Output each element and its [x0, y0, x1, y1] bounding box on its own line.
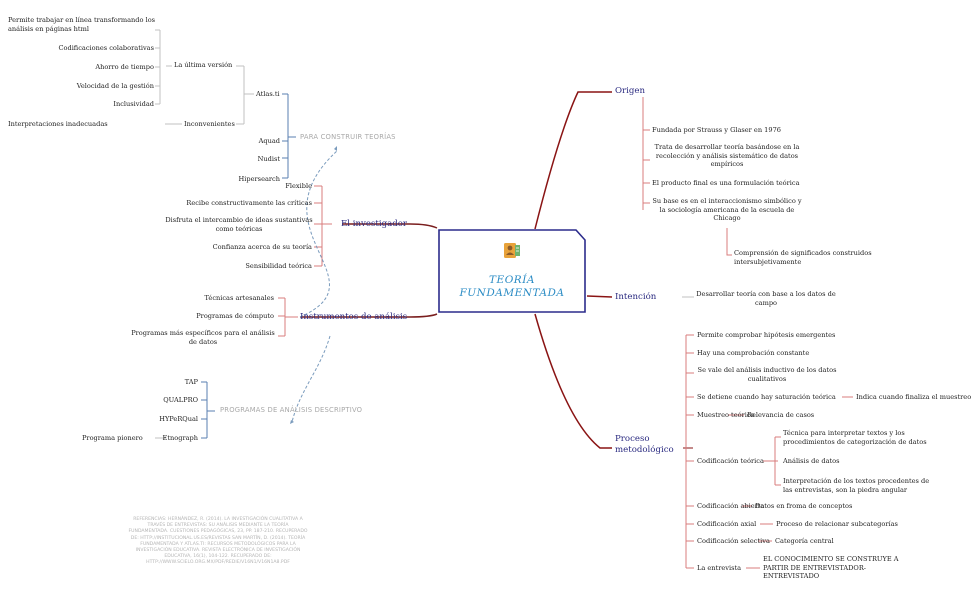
axial-sub: Proceso de relacionar subcategorías: [776, 520, 898, 528]
descriptivo-item: Etnograph: [162, 434, 198, 442]
investigador-item: Sensibilidad teórica: [245, 262, 312, 270]
investigador-item-line: Disfruta el intercambio de ideas sustant…: [165, 216, 313, 224]
origen-sub: Comprensión de significados construidos …: [734, 249, 872, 266]
intencion-item: Desarrollar teoría con base a los datos …: [695, 290, 837, 307]
proceso-item: Codificación selectiva: [697, 537, 770, 545]
entrevista-sub-line: PARTIR DE ENTREVISTADOR-: [763, 563, 867, 572]
inconvenientes-item: Interpretaciones inadecuadas: [8, 120, 108, 128]
origen-item: Fundada por Strauss y Glaser en 1976: [652, 126, 781, 134]
ultima-item: Codificaciones colaborativas: [58, 44, 154, 52]
investigador-item-line: como teóricas: [215, 224, 263, 233]
central-title-line: TEORÍA: [489, 274, 535, 286]
branch-origen[interactable]: Origen: [615, 86, 646, 96]
origen-item-line: Su base es en el interaccionismo simbóli…: [652, 197, 802, 205]
origen-item: Trata de desarrollar teoría basándose en…: [652, 143, 802, 169]
inconvenientes-node: Inconvenientes: [184, 120, 235, 128]
instrumentos-item-line: Programas más específicos para el anális…: [131, 329, 275, 337]
proceso-item: La entrevista: [697, 564, 742, 572]
origen-item-line: Chicago: [713, 214, 741, 223]
profile-card-icon: [504, 243, 520, 258]
ultima-item: Permite trabajar en línea transformando …: [8, 16, 155, 33]
origen-item: Su base es en el interaccionismo simbóli…: [652, 197, 802, 223]
proceso-item: Se vale del análisis inductivo de los da…: [697, 366, 837, 383]
proceso-item: Se detiene cuando hay saturación teórica: [697, 393, 836, 401]
branch-investigador[interactable]: El investigador: [341, 219, 407, 229]
construir-label[interactable]: PARA CONSTRUIR TEORÍAS: [300, 133, 396, 141]
proceso-item: Codificación abierta: [697, 502, 765, 510]
investigador-item: Disfruta el intercambio de ideas sustant…: [164, 216, 314, 233]
branch-intencion[interactable]: Intención: [615, 292, 657, 302]
ultima-item-line: Permite trabajar en línea transformando …: [8, 16, 156, 24]
codif-teorica-sub: Análisis de datos: [783, 457, 840, 465]
branch-proceso[interactable]: Proceso metodológico: [615, 434, 674, 456]
saturacion-sub: Indica cuando finaliza el muestreo: [856, 393, 972, 401]
central-title: TEORÍA FUNDAMENTADA: [440, 274, 584, 300]
ultima-item: Ahorro de tiempo: [95, 63, 154, 71]
instrumentos-item: Programas más específicos para el anális…: [128, 329, 278, 346]
descriptivo-label[interactable]: PROGRAMAS DE ANÁLISIS DESCRIPTIVO: [220, 406, 363, 414]
atlas-node: Atlas.ti: [256, 90, 280, 98]
ultima-version-node: La última versión: [174, 61, 233, 69]
proceso-item: Hay una comprobación constante: [697, 349, 810, 357]
proceso-item: Codificación axial: [697, 520, 757, 528]
descriptivo-item: TAP: [184, 378, 198, 386]
construir-item: Nudist: [257, 155, 280, 163]
origen-item-line: Trata de desarrollar teoría basándose en…: [654, 143, 800, 151]
ultima-item: Inclusividad: [113, 100, 154, 108]
selectiva-sub: Categoría central: [775, 537, 834, 545]
codif-teorica-sub: Técnica para interpretar textos y los pr…: [783, 429, 927, 446]
codif-teorica-sub-line: Interpretación de los textos procedentes…: [783, 477, 930, 485]
branch-instrumentos[interactable]: Instrumentos de análisis: [300, 312, 408, 322]
codif-teorica-sub-line: Técnica para interpretar textos y los: [783, 429, 905, 437]
entrevista-sub-line: ENTREVISTADO: [763, 572, 820, 581]
investigador-item: Recibe constructivamente las críticas: [186, 199, 312, 207]
proceso-item-line: cualitativos: [747, 374, 787, 383]
origen-item-line: recolección y análisis sistemático de da…: [655, 151, 799, 160]
instrumentos-item-line: de datos: [188, 337, 218, 346]
central-title-line: FUNDAMENTADA: [459, 287, 565, 299]
references-text: REFERENCIAS: HERNÁNDEZ, R. (2014). LA IN…: [128, 517, 308, 566]
branch-proceso-line: metodológico: [615, 445, 674, 455]
abierta-sub: Datos en froma de conceptos: [755, 502, 853, 510]
origen-sub-line: Comprensión de significados construidos: [734, 249, 872, 257]
proceso-item: Codificación teórica: [697, 457, 764, 465]
origen-item: El producto final es una formulación teó…: [652, 179, 800, 187]
investigador-item: Flexible: [285, 182, 312, 190]
proceso-item: Permite comprobar hipótesis emergentes: [697, 331, 836, 339]
instrumentos-item: Programas de cómputo: [196, 312, 274, 320]
ultima-item: Velocidad de la gestión: [76, 82, 154, 90]
codif-teorica-sub: Interpretación de los textos procedentes…: [783, 477, 929, 494]
entrevista-sub-line: EL CONOCIMIENTO SE CONSTRUYE A: [763, 555, 899, 563]
proceso-item-line: Se vale del análisis inductivo de los da…: [697, 366, 837, 374]
construir-item: Aquad: [258, 137, 280, 145]
pionero-node: Programa pionero: [82, 434, 143, 442]
codif-teorica-sub-line: procedimientos de categorización de dato…: [783, 437, 927, 446]
descriptivo-item: HYPeRQual: [159, 415, 198, 423]
origen-sub-line: intersubjetivamente: [734, 257, 802, 266]
construir-item: Hipersearch: [238, 175, 280, 183]
muestreo-sub: Relevancia de casos: [747, 411, 815, 419]
origen-item-line: la sociología americana de la escuela de: [659, 205, 795, 214]
codif-teorica-sub-line: las entrevistas, son la piedra angular: [783, 485, 908, 494]
intencion-item-line: campo: [754, 298, 778, 307]
proceso-item: Muestreo teórico: [697, 411, 755, 419]
branch-proceso-line: Proceso: [615, 434, 650, 444]
origen-item-line: empíricos: [710, 160, 744, 169]
descriptivo-item: QUALPRO: [163, 396, 198, 404]
ultima-item-line: análisis en páginas html: [8, 24, 89, 33]
investigador-item: Confianza acerca de su teoría: [212, 243, 312, 251]
instrumentos-item: Técnicas artesanales: [204, 294, 274, 302]
entrevista-sub: EL CONOCIMIENTO SE CONSTRUYE A PARTIR DE…: [763, 555, 899, 581]
intencion-item-line: Desarrollar teoría con base a los datos …: [696, 290, 836, 298]
central-node[interactable]: [437, 228, 587, 314]
